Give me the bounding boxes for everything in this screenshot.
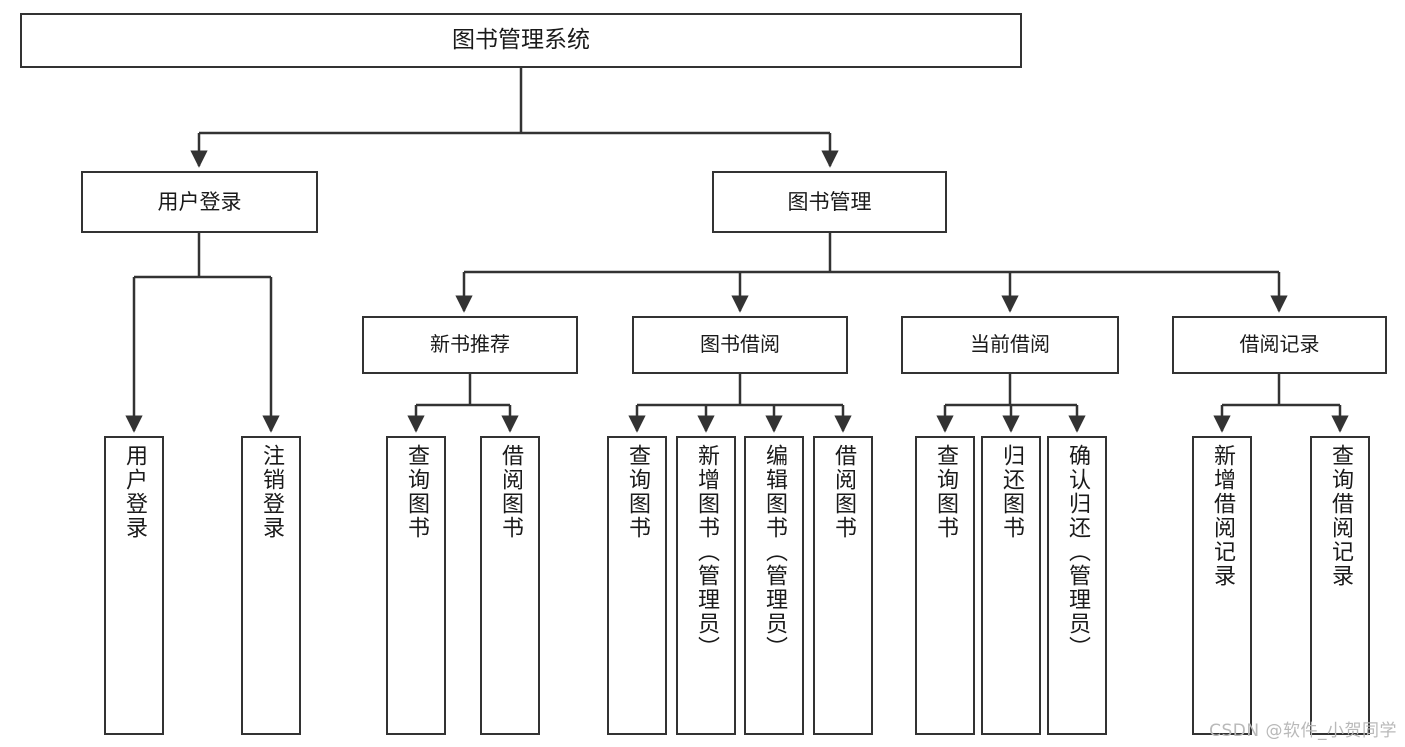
node-current-borrow[interactable]: 当前借阅 bbox=[901, 316, 1119, 374]
node-label: 新书推荐 bbox=[430, 332, 510, 357]
node-label: 借阅图书 bbox=[498, 444, 523, 540]
node-label: 编辑图书（管理员） bbox=[762, 444, 787, 660]
leaf-book-borrow-add[interactable]: 新增图书（管理员） bbox=[676, 436, 736, 735]
node-label: 查询借阅记录 bbox=[1328, 444, 1353, 588]
leaf-book-borrow-edit[interactable]: 编辑图书（管理员） bbox=[744, 436, 804, 735]
node-label: 注销登录 bbox=[259, 444, 284, 540]
node-borrow-record[interactable]: 借阅记录 bbox=[1172, 316, 1387, 374]
node-book-management[interactable]: 图书管理 bbox=[712, 171, 947, 233]
leaf-user-login-login[interactable]: 用户登录 bbox=[104, 436, 164, 735]
node-label: 新增图书（管理员） bbox=[694, 444, 719, 660]
leaf-current-borrow-confirm-return[interactable]: 确认归还（管理员） bbox=[1047, 436, 1107, 735]
node-label: 图书借阅 bbox=[700, 332, 780, 357]
leaf-book-borrow-query[interactable]: 查询图书 bbox=[607, 436, 667, 735]
leaf-borrow-record-query[interactable]: 查询借阅记录 bbox=[1310, 436, 1370, 735]
node-root-system[interactable]: 图书管理系统 bbox=[20, 13, 1022, 68]
leaf-book-borrow-borrow[interactable]: 借阅图书 bbox=[813, 436, 873, 735]
node-label: 确认归还（管理员） bbox=[1065, 444, 1090, 660]
leaf-new-book-query[interactable]: 查询图书 bbox=[386, 436, 446, 735]
node-label: 查询图书 bbox=[625, 444, 650, 540]
node-label: 图书管理系统 bbox=[452, 26, 590, 53]
node-label: 查询图书 bbox=[933, 444, 958, 540]
node-label: 归还图书 bbox=[999, 444, 1024, 540]
node-label: 用户登录 bbox=[122, 444, 147, 540]
node-book-borrow[interactable]: 图书借阅 bbox=[632, 316, 848, 374]
node-label: 借阅记录 bbox=[1239, 332, 1320, 357]
node-label: 查询图书 bbox=[404, 444, 429, 540]
leaf-current-borrow-return[interactable]: 归还图书 bbox=[981, 436, 1041, 735]
node-user-login[interactable]: 用户登录 bbox=[81, 171, 318, 233]
leaf-user-login-logout[interactable]: 注销登录 bbox=[241, 436, 301, 735]
leaf-borrow-record-add[interactable]: 新增借阅记录 bbox=[1192, 436, 1252, 735]
leaf-current-borrow-query[interactable]: 查询图书 bbox=[915, 436, 975, 735]
watermark: CSDN @软件_小贺同学 bbox=[1209, 721, 1397, 741]
node-label: 借阅图书 bbox=[831, 444, 856, 540]
node-label: 当前借阅 bbox=[970, 332, 1050, 357]
leaf-new-book-borrow[interactable]: 借阅图书 bbox=[480, 436, 540, 735]
node-label: 用户登录 bbox=[157, 189, 242, 214]
node-label: 图书管理 bbox=[787, 189, 872, 214]
node-label: 新增借阅记录 bbox=[1210, 444, 1235, 588]
node-new-book-recommend[interactable]: 新书推荐 bbox=[362, 316, 578, 374]
